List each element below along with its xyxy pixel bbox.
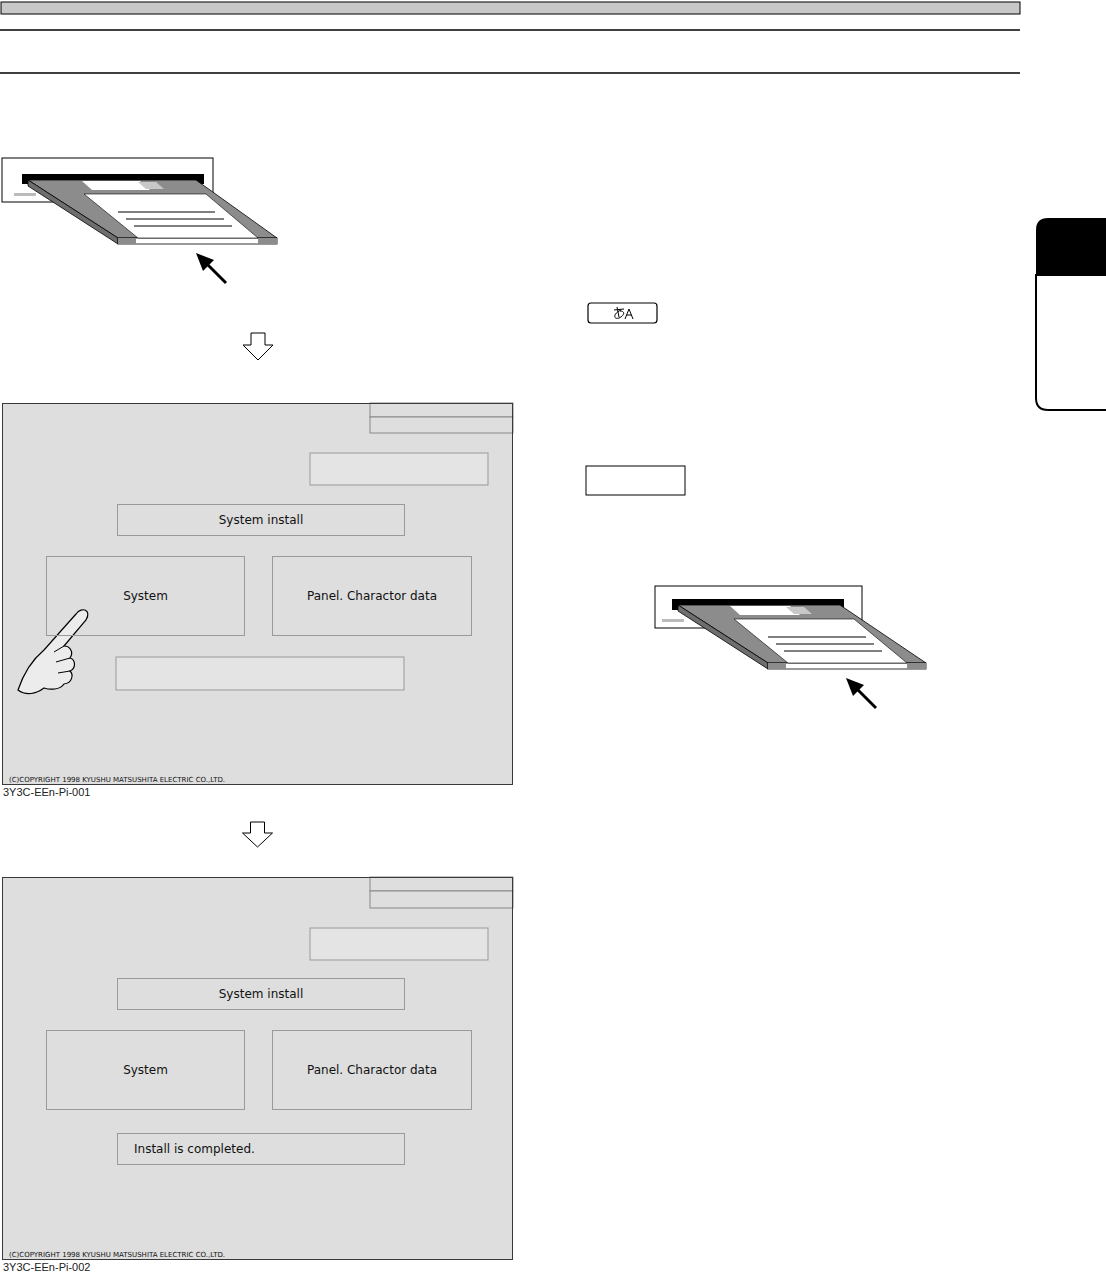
- header-bar: [1, 2, 1020, 14]
- button-text: System: [123, 1063, 168, 1077]
- flow-arrow: [243, 822, 273, 847]
- button-text: System install: [219, 513, 303, 527]
- copyright-text: (C)COPYRIGHT 1998 KYUSHU MATSUSHITA ELEC…: [9, 1251, 225, 1259]
- panel-data-button: Panel. Charactor data: [272, 1030, 472, 1110]
- copyright-text: (C)COPYRIGHT 1998 KYUSHU MATSUSHITA ELEC…: [9, 776, 225, 784]
- down-arrow: [243, 333, 273, 360]
- side-tab: [1036, 218, 1106, 275]
- button-text: Panel. Charactor data: [307, 589, 437, 603]
- floppy-insert-figure: [2, 158, 277, 283]
- status-tab: [370, 877, 513, 891]
- floppy-insert-figure: [655, 586, 926, 708]
- message-field: [116, 657, 404, 690]
- status-tab: [370, 891, 513, 908]
- status-message: Install is completed.: [117, 1133, 405, 1165]
- button-text: Install is completed.: [134, 1142, 255, 1156]
- title-button: System install: [117, 978, 405, 1010]
- button-text: Panel. Charactor data: [307, 1063, 437, 1077]
- rule-line: [0, 29, 1020, 31]
- pointing-hand: [18, 610, 88, 694]
- figure-code: 3Y3C-EEn-Pi-001: [3, 786, 90, 798]
- side-tab-outline: [1036, 275, 1106, 410]
- title-button: System install: [117, 504, 405, 536]
- screen-panel: (C)COPYRIGHT 1998 KYUSHU MATSUSHITA ELEC…: [2, 403, 513, 785]
- status-tab: [370, 417, 513, 433]
- system-button: System: [46, 1030, 245, 1110]
- blank-field: [310, 453, 488, 485]
- kana-key-icon: [588, 303, 657, 323]
- hand-finger-lines: [54, 646, 70, 673]
- blank-key: [586, 466, 685, 495]
- system-button: System: [46, 556, 245, 636]
- status-tab: [370, 403, 513, 417]
- rule-line: [0, 72, 1020, 74]
- panel-data-button: Panel. Charactor data: [272, 556, 472, 636]
- blank-field: [310, 928, 488, 960]
- button-text: System install: [219, 987, 303, 1001]
- button-text: System: [123, 589, 168, 603]
- screen-ground: [2, 877, 513, 1260]
- screen-panel: (C)COPYRIGHT 1998 KYUSHU MATSUSHITA ELEC…: [2, 877, 513, 1260]
- figure-code: 3Y3C-EEn-Pi-002: [3, 1261, 90, 1273]
- screen-ground: [2, 403, 513, 785]
